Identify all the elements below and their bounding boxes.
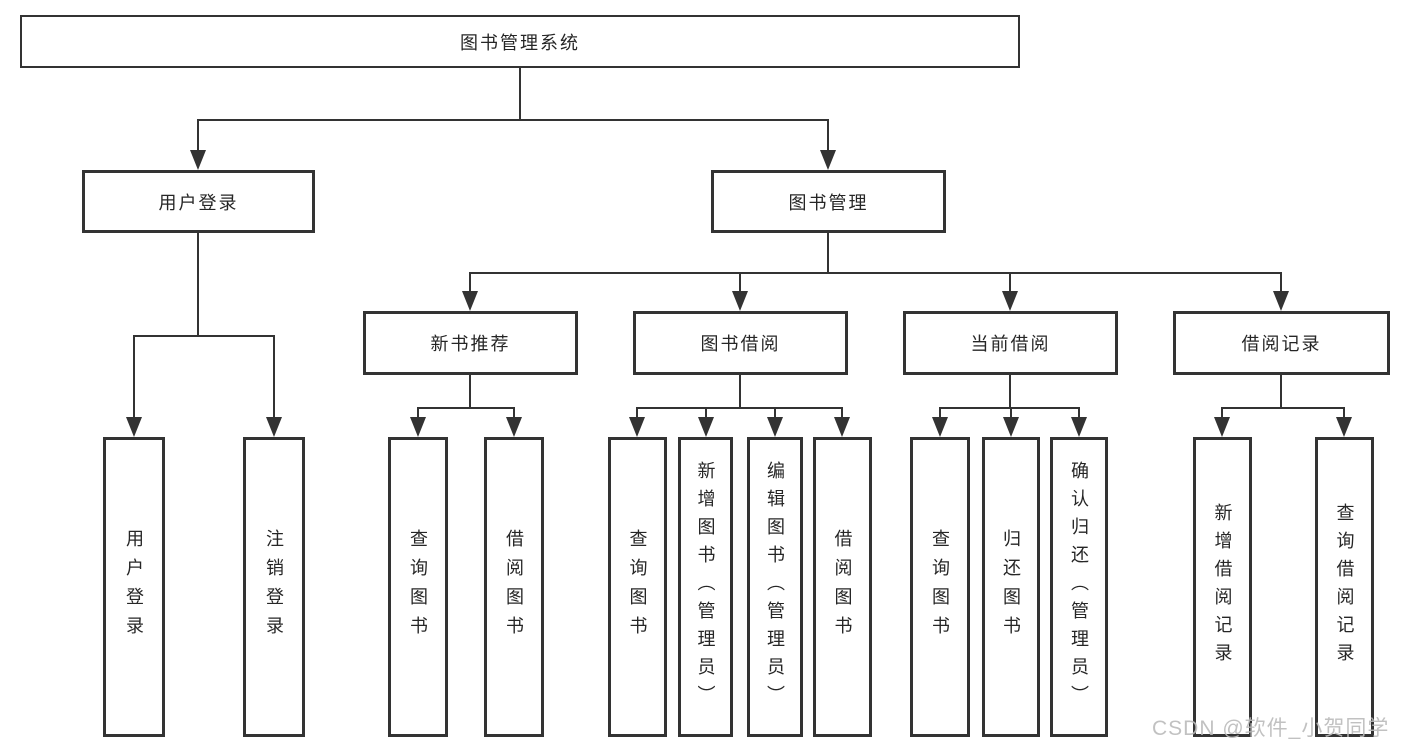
leaf-logout: 注销登录 xyxy=(243,437,305,737)
node-book-management-branch: 图书管理 xyxy=(711,170,946,233)
arrow-down-icon xyxy=(1336,417,1352,437)
connector-line xyxy=(1078,407,1080,418)
arrow-down-icon xyxy=(629,417,645,437)
node-user-login-branch: 用户登录 xyxy=(82,170,315,233)
arrow-down-icon xyxy=(190,150,206,170)
arrow-down-icon xyxy=(732,291,748,311)
connector-line xyxy=(939,407,1080,409)
leaf-label: 注销登录 xyxy=(264,529,284,645)
connector-line xyxy=(197,233,199,337)
connector-line xyxy=(133,335,275,337)
connector-line xyxy=(774,407,776,418)
arrow-down-icon xyxy=(932,417,948,437)
connector-line xyxy=(1280,272,1282,292)
connector-line xyxy=(469,375,471,409)
connector-line xyxy=(197,119,829,121)
node-borrowing-records: 借阅记录 xyxy=(1173,311,1390,375)
arrow-down-icon xyxy=(1002,291,1018,311)
connector-line xyxy=(827,233,829,274)
node-current-borrowing: 当前借阅 xyxy=(903,311,1118,375)
arrow-down-icon xyxy=(1071,417,1087,437)
connector-line xyxy=(1010,407,1012,418)
leaf-label: 用户登录 xyxy=(124,529,144,645)
connector-line xyxy=(273,335,275,418)
leaf-label: 确认归还（管理员） xyxy=(1069,461,1089,713)
arrow-down-icon xyxy=(698,417,714,437)
arrow-down-icon xyxy=(834,417,850,437)
connector-line xyxy=(417,407,419,418)
connector-line xyxy=(133,335,135,418)
node-new-book-recommend: 新书推荐 xyxy=(363,311,578,375)
arrow-down-icon xyxy=(410,417,426,437)
arrow-down-icon xyxy=(767,417,783,437)
connector-line xyxy=(841,407,843,418)
leaf-user-login: 用户登录 xyxy=(103,437,165,737)
connector-line xyxy=(739,272,741,292)
connector-line xyxy=(739,375,741,409)
leaf-query-borrow-record: 查询借阅记录 xyxy=(1315,437,1374,737)
arrow-down-icon xyxy=(1273,291,1289,311)
leaf-label: 查询图书 xyxy=(408,529,428,645)
leaf-label: 查询图书 xyxy=(930,529,950,645)
leaf-borrow-books-1: 借阅图书 xyxy=(484,437,544,737)
connector-line xyxy=(705,407,707,418)
node-library-system: 图书管理系统 xyxy=(20,15,1020,68)
connector-line xyxy=(827,119,829,152)
connector-line xyxy=(417,407,515,409)
arrow-down-icon xyxy=(820,150,836,170)
arrow-down-icon xyxy=(1214,417,1230,437)
leaf-label: 查询借阅记录 xyxy=(1334,503,1355,671)
connector-line xyxy=(636,407,843,409)
leaf-query-books-2: 查询图书 xyxy=(608,437,667,737)
leaf-label: 归还图书 xyxy=(1001,529,1021,645)
leaf-label: 新增借阅记录 xyxy=(1212,503,1233,671)
connector-line xyxy=(1343,407,1345,418)
connector-line xyxy=(197,119,199,152)
node-book-borrowing: 图书借阅 xyxy=(633,311,848,375)
connector-line xyxy=(513,407,515,418)
arrow-down-icon xyxy=(462,291,478,311)
connector-line xyxy=(636,407,638,418)
connector-line xyxy=(1009,272,1011,292)
leaf-add-borrow-record: 新增借阅记录 xyxy=(1193,437,1252,737)
connector-line xyxy=(1009,375,1011,409)
leaf-confirm-return-admin: 确认归还（管理员） xyxy=(1050,437,1108,737)
arrow-down-icon xyxy=(266,417,282,437)
leaf-label: 编辑图书（管理员） xyxy=(765,461,785,713)
leaf-borrow-books-2: 借阅图书 xyxy=(813,437,872,737)
connector-line xyxy=(1221,407,1345,409)
leaf-return-books: 归还图书 xyxy=(982,437,1040,737)
leaf-label: 新增图书（管理员） xyxy=(695,461,716,713)
connector-line xyxy=(939,407,941,418)
csdn-watermark: CSDN @软件_小贺同学 xyxy=(1152,717,1390,740)
arrow-down-icon xyxy=(506,417,522,437)
leaf-add-books-admin: 新增图书（管理员） xyxy=(678,437,733,737)
connector-line xyxy=(1280,375,1282,409)
arrow-down-icon xyxy=(126,417,142,437)
connector-line xyxy=(519,68,521,121)
connector-line xyxy=(1221,407,1223,418)
leaf-label: 借阅图书 xyxy=(832,529,853,645)
leaf-label: 借阅图书 xyxy=(504,529,524,645)
connector-line xyxy=(469,272,471,292)
leaf-label: 查询图书 xyxy=(627,529,648,645)
leaf-query-books-1: 查询图书 xyxy=(388,437,448,737)
connector-line xyxy=(469,272,1282,274)
leaf-edit-books-admin: 编辑图书（管理员） xyxy=(747,437,803,737)
arrow-down-icon xyxy=(1003,417,1019,437)
leaf-query-books-3: 查询图书 xyxy=(910,437,970,737)
